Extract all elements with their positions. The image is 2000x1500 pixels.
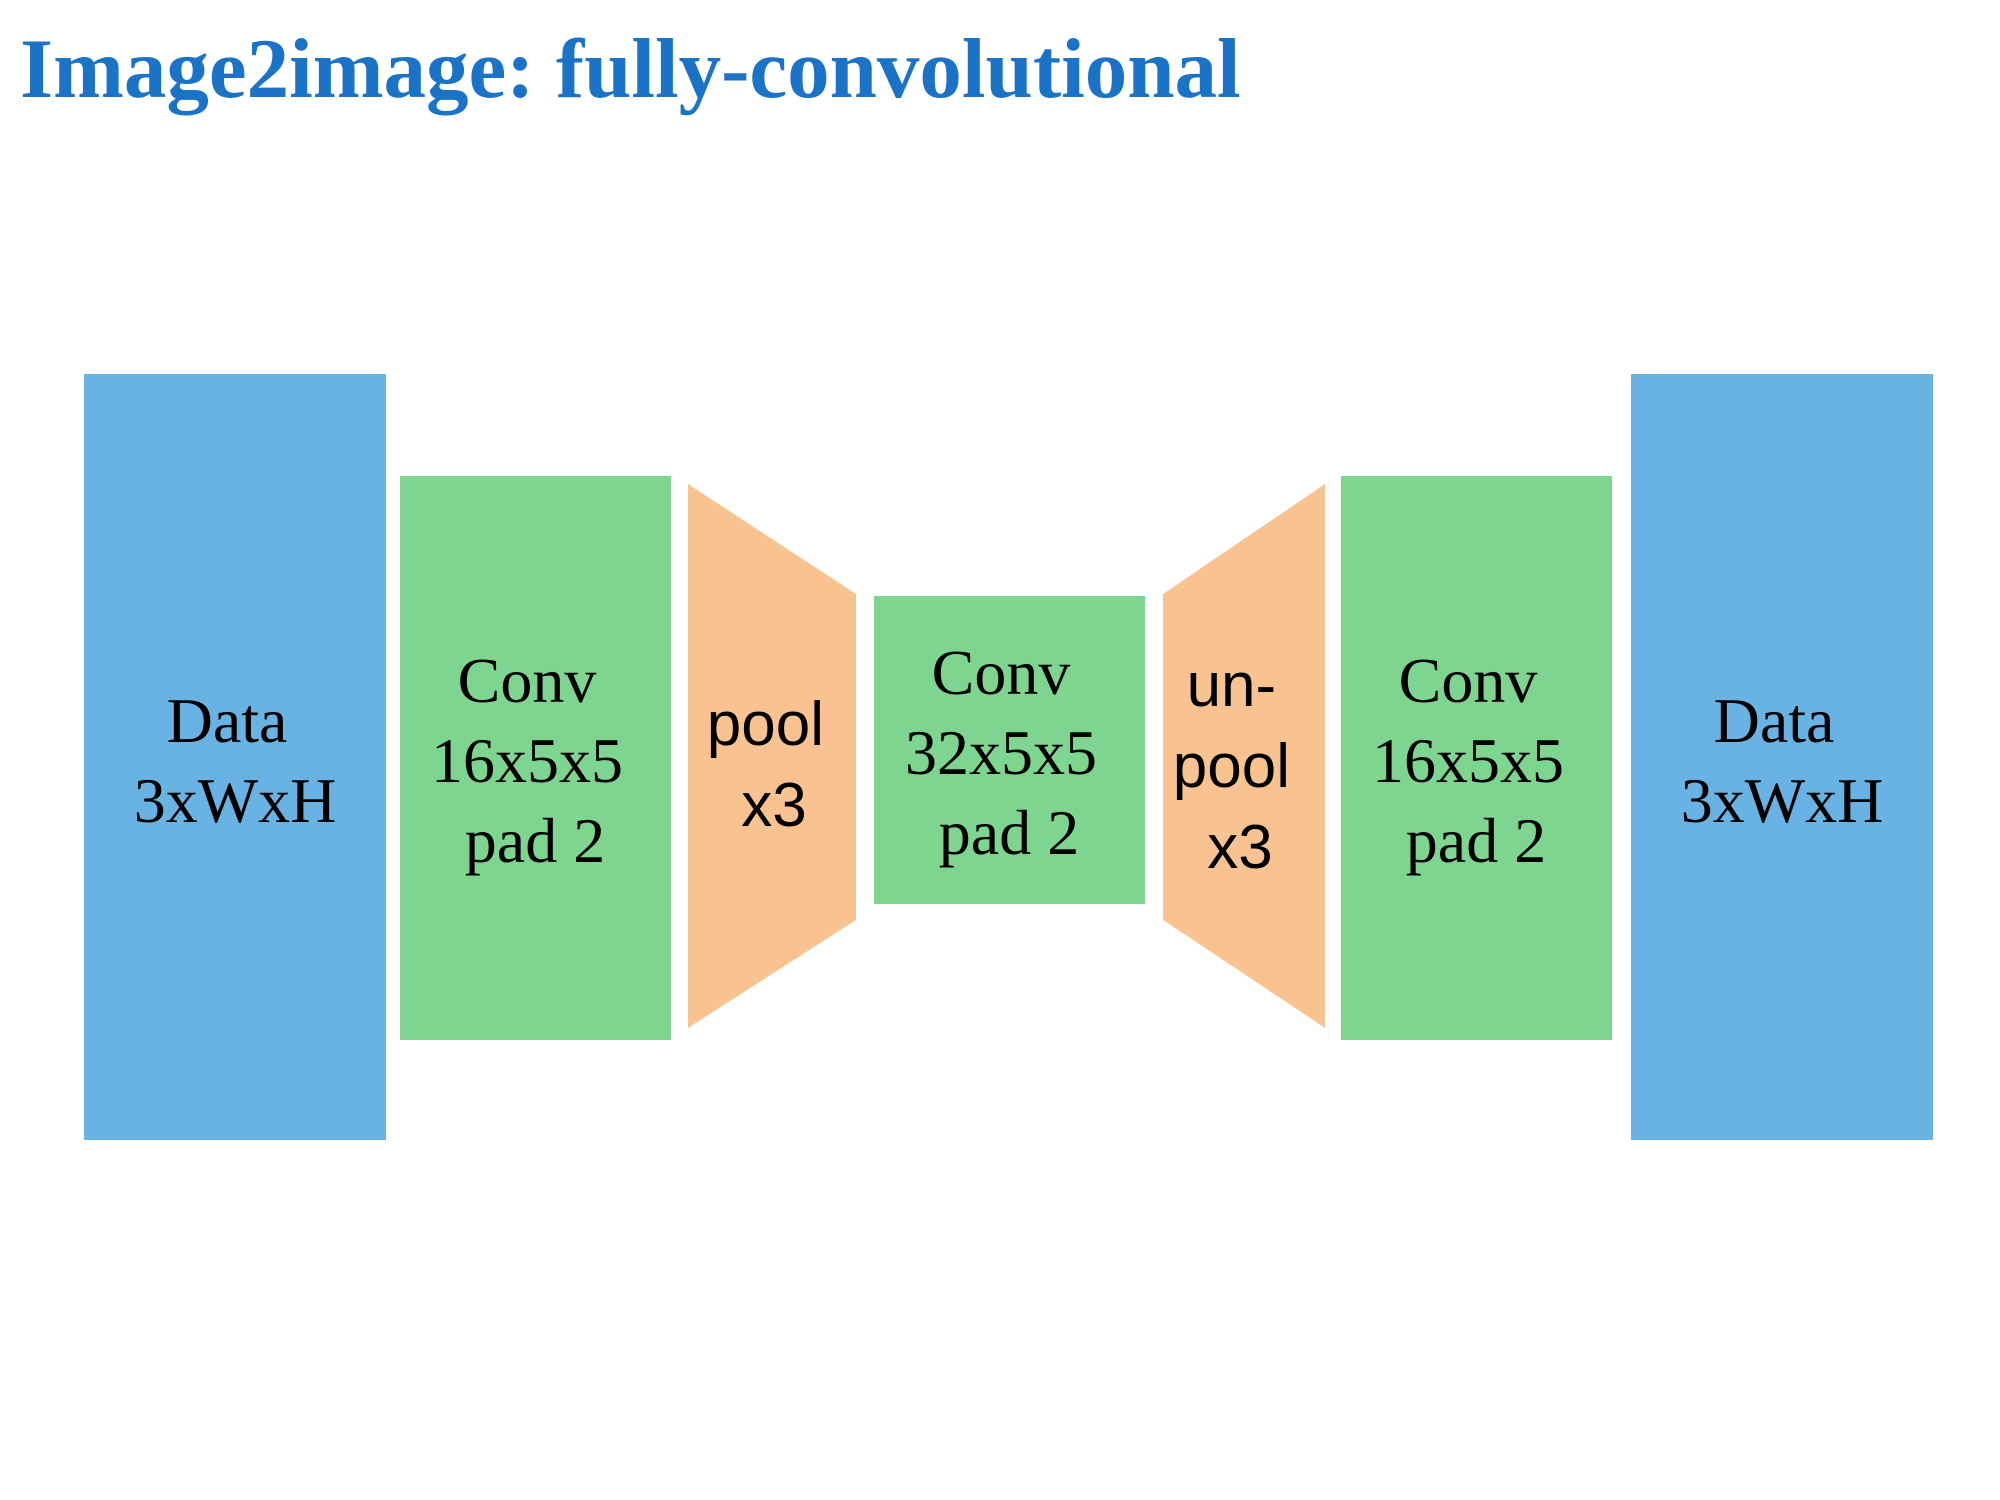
conv-block-3-line-3: pad 2: [1406, 805, 1546, 876]
conv-block-1-line-1: Conv: [458, 645, 597, 716]
unpool-block: un- pool x3: [1163, 484, 1325, 1028]
output-data-label-line-2: 3xWxH: [1681, 765, 1884, 836]
pool-block-label: pool x3: [707, 690, 841, 840]
slide-title: Image2image: fully-convolutional: [20, 22, 1241, 116]
pool-block-shape: [688, 484, 856, 1028]
unpool-block-shape: [1163, 484, 1325, 1028]
conv-block-2-line-2: 32x5x5: [905, 717, 1097, 788]
conv-block-1-line-2: 16x5x5: [431, 725, 623, 796]
conv-block-2: Conv 32x5x5 pad 2: [874, 596, 1145, 904]
conv-block-1-line-3: pad 2: [465, 805, 605, 876]
conv-block-2-shape: [874, 596, 1145, 904]
input-data-label-line-2: 3xWxH: [134, 765, 337, 836]
conv-block-3-label: Conv 16x5x5 pad 2: [1372, 645, 1580, 876]
conv-block-1: Conv 16x5x5 pad 2: [400, 476, 671, 1040]
conv-block-3-shape: [1341, 476, 1612, 1040]
unpool-block-line-3: x3: [1207, 813, 1272, 882]
input-data-label: Data 3xWxH: [134, 685, 337, 836]
input-data-block: Data 3xWxH: [84, 374, 386, 1140]
conv-block-3-line-1: Conv: [1399, 645, 1538, 716]
conv-block-2-line-3: pad 2: [939, 797, 1079, 868]
pool-block-line-2: x3: [741, 771, 806, 840]
conv-block-2-line-1: Conv: [932, 637, 1071, 708]
conv-block-3: Conv 16x5x5 pad 2: [1341, 476, 1612, 1040]
pool-block-line-1: pool: [707, 690, 824, 759]
conv-block-2-label: Conv 32x5x5 pad 2: [905, 637, 1113, 868]
conv-block-3-line-2: 16x5x5: [1372, 725, 1564, 796]
output-data-label-line-1: Data: [1714, 685, 1835, 756]
output-data-shape: [1631, 374, 1933, 1140]
output-data-block: Data 3xWxH: [1631, 374, 1933, 1140]
pool-block: pool x3: [688, 484, 856, 1028]
unpool-block-line-1: un-: [1187, 651, 1277, 720]
input-data-label-line-1: Data: [167, 685, 288, 756]
conv-block-1-shape: [400, 476, 671, 1040]
input-data-shape: [84, 374, 386, 1140]
output-data-label: Data 3xWxH: [1681, 685, 1884, 836]
unpool-block-line-2: pool: [1173, 732, 1290, 801]
conv-block-1-label: Conv 16x5x5 pad 2: [431, 645, 639, 876]
unpool-block-label: un- pool x3: [1173, 651, 1307, 882]
